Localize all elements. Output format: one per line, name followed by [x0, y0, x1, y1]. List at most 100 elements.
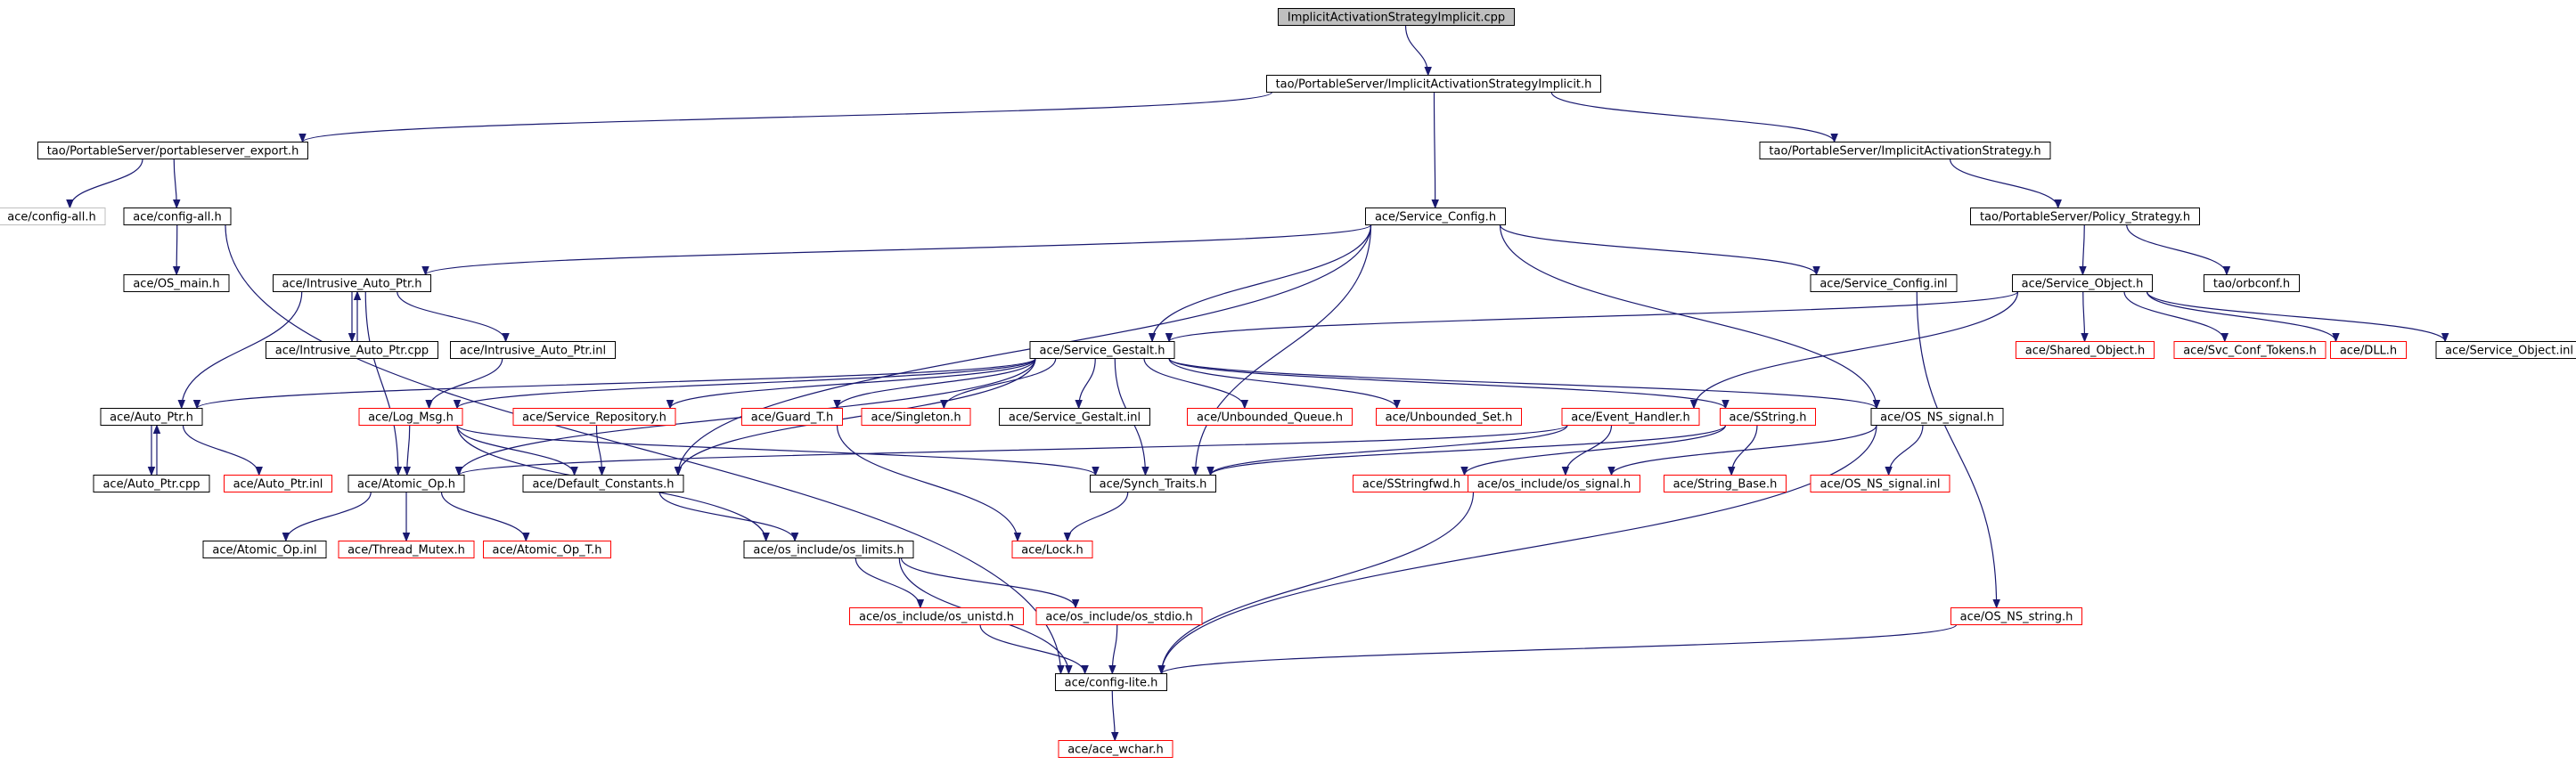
node-box: [1759, 142, 2051, 159]
node-label: ace/Service_Repository.h: [522, 411, 666, 425]
node-ace-sstring-h[interactable]: ace/SString.h: [1720, 408, 1816, 426]
node-label: ace/OS_main.h: [133, 278, 219, 291]
node-tao-portableserver-portableserver-export-h[interactable]: tao/PortableServer/portableserver_export…: [37, 142, 308, 159]
node-ace-auto-ptr-cpp[interactable]: ace/Auto_Ptr.cpp: [93, 475, 210, 492]
node-ace-ace-wchar-h[interactable]: ace/ace_wchar.h: [1058, 740, 1174, 758]
node-ace-config-lite-h[interactable]: ace/config-lite.h: [1055, 673, 1167, 691]
node-box: [123, 208, 232, 225]
node-ace-service-gestalt-h[interactable]: ace/Service_Gestalt.h: [1029, 341, 1175, 359]
node-label: ace/Service_Object.inl: [2445, 345, 2573, 358]
edge-n11-to-n28: [1689, 291, 2019, 410]
node-implicitactivationstrategyimplicit-cpp[interactable]: ImplicitActivationStrategyImplicit.cpp: [1278, 8, 1515, 26]
edge-n28-to-n37: [1561, 425, 1613, 476]
node-ace-shared-object-h[interactable]: ace/Shared_Object.h: [2016, 341, 2155, 359]
node-ace-intrusive-auto-ptr-h[interactable]: ace/Intrusive_Auto_Ptr.h: [273, 274, 431, 292]
edge-n3-to-n15: [1148, 224, 1372, 343]
node-box: [93, 475, 210, 492]
node-label: ace/os_include/os_limits.h: [753, 544, 904, 557]
node-ace-string-base-h[interactable]: ace/String_Base.h: [1664, 475, 1787, 492]
node-ace-os-include-os-signal-h[interactable]: ace/os_include/os_signal.h: [1468, 475, 1640, 492]
node-ace-service-config-h[interactable]: ace/Service_Config.h: [1365, 208, 1506, 225]
node-label: ace/OS_NS_string.h: [1960, 611, 2073, 624]
edges-layer: [66, 25, 2449, 742]
node-ace-os-ns-signal-h[interactable]: ace/OS_NS_signal.h: [1870, 408, 2004, 426]
node-ace-atomic-op-t-h[interactable]: ace/Atomic_Op_T.h: [483, 541, 611, 558]
node-label: ace/Event_Handler.h: [1571, 411, 1690, 425]
node-ace-svc-conf-tokens-h[interactable]: ace/Svc_Conf_Tokens.h: [2173, 341, 2327, 359]
edge-n15-to-n26: [1143, 358, 1249, 410]
edge-n15-to-n22: [666, 358, 1036, 410]
node-ace-intrusive-auto-ptr-inl[interactable]: ace/Intrusive_Auto_Ptr.inl: [450, 341, 616, 359]
node-tao-orbconf-h[interactable]: tao/orbconf.h: [2204, 274, 2300, 292]
node-ace-service-object-h[interactable]: ace/Service_Object.h: [2012, 274, 2153, 292]
node-label: ace/Synch_Traits.h: [1100, 478, 1207, 492]
node-ace-auto-ptr-h[interactable]: ace/Auto_Ptr.h: [100, 408, 203, 426]
node-box: [1035, 607, 1203, 625]
node-label: ace/ace_wchar.h: [1067, 744, 1164, 757]
node-ace-unbounded-set-h[interactable]: ace/Unbounded_Set.h: [1376, 408, 1522, 426]
node-ace-os-ns-signal-inl[interactable]: ace/OS_NS_signal.inl: [1810, 475, 1950, 492]
node-tao-portableserver-implicitactivationstrategy-h[interactable]: tao/PortableServer/ImplicitActivationStr…: [1759, 142, 2051, 159]
node-box: [224, 475, 332, 492]
edge-n15-to-n29: [1168, 357, 1730, 410]
node-label: ace/Auto_Ptr.inl: [233, 478, 323, 492]
node-tao-portableserver-implicitactivationstrategyimplicit-h[interactable]: tao/PortableServer/ImplicitActivationStr…: [1266, 75, 1601, 93]
node-label: ace/Default_Constants.h: [532, 478, 674, 492]
node-box: [358, 408, 463, 426]
edge-n29-to-n35: [1206, 424, 1727, 476]
node-ace-os-main-h[interactable]: ace/OS_main.h: [123, 274, 230, 292]
node-ace-unbounded-queue-h[interactable]: ace/Unbounded_Queue.h: [1187, 408, 1353, 426]
node-label: ace/Service_Gestalt.h: [1039, 345, 1165, 358]
node-ace-auto-ptr-inl[interactable]: ace/Auto_Ptr.inl: [224, 475, 332, 492]
node-box: [1950, 607, 2082, 625]
node-ace-os-include-os-limits-h[interactable]: ace/os_include/os_limits.h: [743, 541, 914, 558]
node-tao-portableserver-policy-strategy-h[interactable]: tao/PortableServer/Policy_Strategy.h: [1970, 208, 2200, 225]
node-ace-lock-h[interactable]: ace/Lock.h: [1011, 541, 1093, 558]
node-ace-thread-mutex-h[interactable]: ace/Thread_Mutex.h: [338, 541, 475, 558]
node-box: [999, 408, 1150, 426]
node-ace-default-constants-h[interactable]: ace/Default_Constants.h: [522, 475, 684, 492]
node-box: [1266, 75, 1601, 93]
edge-n15-to-n24: [940, 358, 1057, 410]
edge-n47-to-n48: [1157, 623, 1958, 675]
node-ace-singleton-h[interactable]: ace/Singleton.h: [861, 408, 971, 426]
node-ace-intrusive-auto-ptr-cpp[interactable]: ace/Intrusive_Auto_Ptr.cpp: [266, 341, 438, 359]
node-label: ace/String_Base.h: [1673, 478, 1778, 492]
node-ace-atomic-op-h[interactable]: ace/Atomic_Op.h: [348, 475, 465, 492]
node-ace-service-repository-h[interactable]: ace/Service_Repository.h: [512, 408, 676, 426]
node-ace-os-include-os-stdio-h[interactable]: ace/os_include/os_stdio.h: [1035, 607, 1203, 625]
node-ace-service-object-inl[interactable]: ace/Service_Object.inl: [2435, 341, 2576, 359]
edge-n15-to-n27: [1168, 358, 1401, 410]
node-box: [37, 142, 308, 159]
node-ace-config-all-h[interactable]: ace/config-all.h: [123, 208, 232, 225]
node-ace-sstringfwd-h[interactable]: ace/SStringfwd.h: [1353, 475, 1470, 492]
node-ace-service-config-inl[interactable]: ace/Service_Config.inl: [1810, 274, 1958, 292]
node-ace-guard-t-h[interactable]: ace/Guard_T.h: [741, 408, 843, 426]
node-label: ace/Auto_Ptr.cpp: [102, 478, 200, 492]
edge-n14-to-n21: [425, 358, 503, 410]
node-ace-os-ns-string-h[interactable]: ace/OS_NS_string.h: [1950, 607, 2082, 625]
node-box: [1970, 208, 2200, 225]
node-label: tao/orbconf.h: [2213, 278, 2290, 291]
node-label: tao/PortableServer/portableserver_export…: [47, 145, 299, 159]
edge-n7-to-n12: [2126, 224, 2231, 276]
node-box: [1058, 740, 1174, 758]
node-ace-event-handler-h[interactable]: ace/Event_Handler.h: [1561, 408, 1700, 426]
node-box: [1011, 541, 1093, 558]
node-label: ace/Unbounded_Queue.h: [1197, 411, 1343, 425]
node-ace-dll-h[interactable]: ace/DLL.h: [2330, 341, 2407, 359]
node-box: [338, 541, 475, 558]
edge-n30-to-n37: [1607, 425, 1877, 476]
edge-n20-to-n32: [182, 425, 263, 476]
node-ace-log-msg-h[interactable]: ace/Log_Msg.h: [358, 408, 463, 426]
edge-n3-to-n35: [1191, 224, 1372, 476]
node-box: [273, 274, 431, 292]
node-label: ace/config-lite.h: [1065, 677, 1158, 690]
node-ace-os-include-os-unistd-h[interactable]: ace/os_include/os_unistd.h: [849, 607, 1024, 625]
node-ace-synch-traits-h[interactable]: ace/Synch_Traits.h: [1090, 475, 1216, 492]
edge-n2-to-n6: [172, 159, 181, 209]
node-ace-atomic-op-inl[interactable]: ace/Atomic_Op.inl: [202, 541, 327, 558]
node-ace-service-gestalt-inl[interactable]: ace/Service_Gestalt.inl: [999, 408, 1150, 426]
node-box: [0, 208, 106, 225]
